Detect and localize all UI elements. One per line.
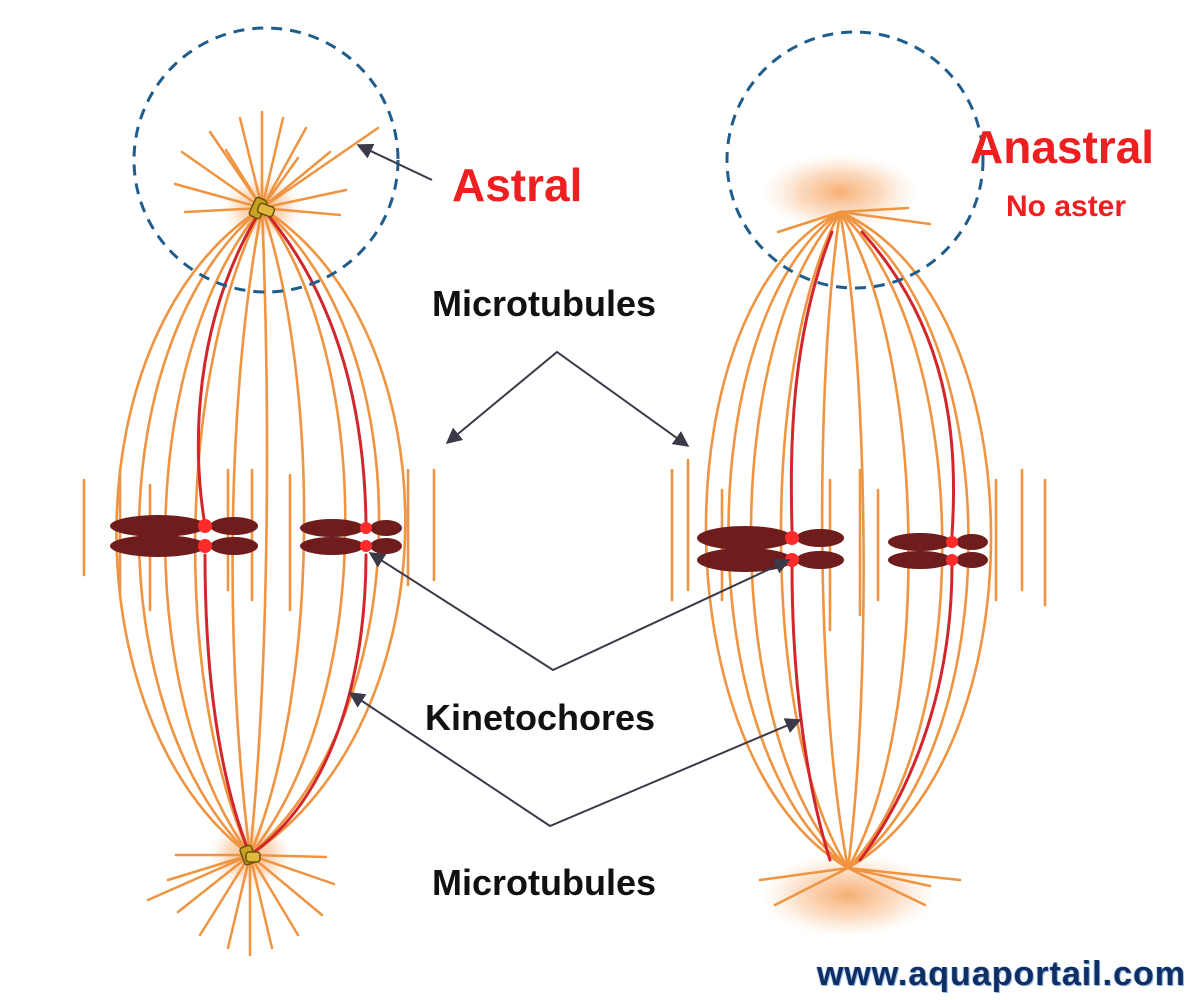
top-pole-glow: [762, 154, 918, 230]
kinetochore: [198, 519, 212, 553]
website-watermark: www.aquaportail.com: [816, 955, 1186, 993]
chromosome: [300, 519, 402, 555]
astral-label: Astral: [452, 159, 583, 211]
bottom-pole-rays: [758, 866, 962, 907]
anastral-equator-stubs: [670, 458, 1047, 632]
microtubules-bottom-arrow: [348, 692, 802, 828]
kinetochores-arrow: [368, 552, 791, 672]
kinetochores-label: Kinetochores: [425, 697, 656, 738]
centriole-pair-icon: [239, 844, 261, 866]
top-aster-rays: [173, 110, 380, 217]
label-arrows: [348, 143, 802, 828]
bottom-aster-rays: [146, 853, 336, 957]
pole-dashed-circle: [725, 30, 985, 290]
chromosome: [888, 533, 988, 569]
astral-kinetochore-fibers: [196, 206, 368, 857]
chromosome: [110, 515, 258, 557]
microtubules-arrow: [445, 350, 690, 447]
anastral-label: Anastral: [970, 121, 1155, 173]
microtubules-label-top: Microtubules: [432, 283, 657, 324]
microtubules-label-bottom: Microtubules: [432, 862, 657, 903]
top-pole-rays: [776, 206, 932, 234]
no-aster-label: No aster: [1006, 190, 1127, 223]
astral-spindle: [82, 26, 436, 957]
kinetochore: [946, 536, 958, 566]
astral-arrow: [356, 143, 433, 181]
centriole-pair-icon: [248, 196, 276, 220]
aster-dashed-circle: [132, 26, 400, 294]
kinetochore: [360, 522, 372, 552]
anastral-kinetochore-fibers: [789, 230, 956, 862]
